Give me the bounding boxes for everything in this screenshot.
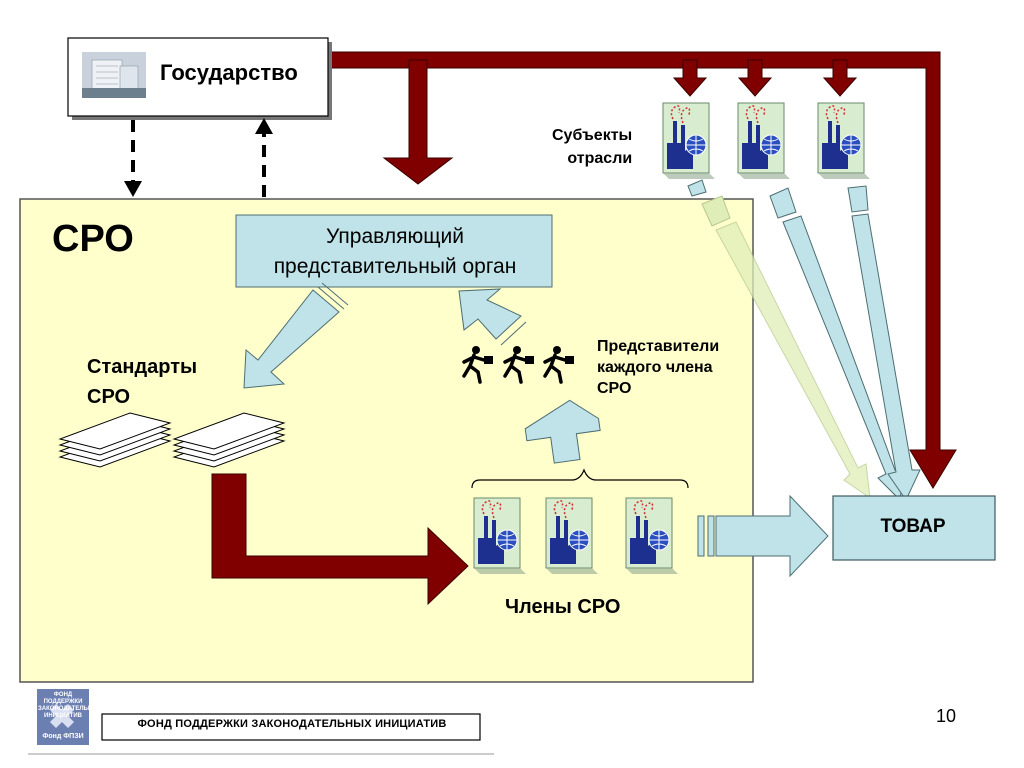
member-factory-icon-3 bbox=[625, 497, 679, 575]
arrow-standards-to-members bbox=[211, 473, 469, 606]
representatives-label: Представители каждого члена СРО bbox=[597, 336, 719, 399]
industry-subjects-label-line1: Субъекты bbox=[552, 127, 633, 144]
standards-label-line1: Стандарты bbox=[87, 356, 198, 378]
standards-label-line2: СРО bbox=[87, 386, 131, 408]
government-label: Государство bbox=[160, 60, 298, 85]
subject-factory-icon-2 bbox=[737, 102, 791, 180]
standards-label: Стандарты СРО bbox=[87, 352, 197, 412]
arrow-members-to-goods bbox=[697, 494, 829, 578]
members-label: Члены СРО bbox=[505, 596, 621, 618]
subject-factory-icon-3 bbox=[817, 102, 871, 180]
government-flow-arrows bbox=[324, 51, 957, 489]
governing-body-label-line1: Управляющий bbox=[326, 225, 464, 248]
fund-logo-top-text: ФОНД ПОДДЕРЖКИ ЗАКОНОДАТЕЛЬНЫХ ИНИЦИАТИВ bbox=[38, 692, 103, 719]
governing-body-label-line2: представительный орган bbox=[273, 255, 517, 278]
governing-body-box bbox=[235, 214, 553, 288]
dashed-arrow-up bbox=[255, 118, 273, 197]
industry-subjects-label: Субъекты отрасли bbox=[552, 124, 632, 170]
arrow-representatives-to-governing bbox=[458, 288, 527, 346]
goods-label: ТОВАР bbox=[880, 516, 946, 537]
fund-logo bbox=[37, 689, 89, 745]
fund-logo-bottom-text: Фонд ФПЗИ bbox=[42, 733, 84, 740]
subject-factory-icon-1 bbox=[662, 102, 716, 180]
representatives-label-line1: Представители bbox=[597, 338, 720, 355]
arrow-governing-to-standards bbox=[243, 282, 349, 389]
arrows-subjects-to-goods bbox=[687, 179, 921, 502]
member-factory-icon-2 bbox=[545, 497, 599, 575]
goods-box bbox=[832, 495, 996, 561]
industry-subjects-label-line2: отрасли bbox=[567, 150, 633, 167]
members-brace bbox=[471, 468, 689, 489]
fund-name-box bbox=[101, 713, 481, 741]
fund-name-label: ФОНД ПОДДЕРЖКИ ЗАКОНОДАТЕЛЬНЫХ ИНИЦИАТИВ bbox=[137, 718, 447, 730]
arrow-members-to-representatives bbox=[524, 399, 601, 464]
governing-body-label: Управляющий представительный орган bbox=[238, 222, 552, 282]
government-box bbox=[67, 37, 332, 120]
representatives-label-line2: каждого члена bbox=[597, 359, 713, 376]
page-number: 10 bbox=[936, 706, 957, 726]
member-factory-icon-1 bbox=[473, 497, 527, 575]
sro-title: СРО bbox=[52, 218, 134, 260]
dashed-arrow-down bbox=[124, 120, 142, 197]
government-building-icon bbox=[82, 52, 146, 98]
representatives-label-line3: СРО bbox=[597, 380, 632, 397]
